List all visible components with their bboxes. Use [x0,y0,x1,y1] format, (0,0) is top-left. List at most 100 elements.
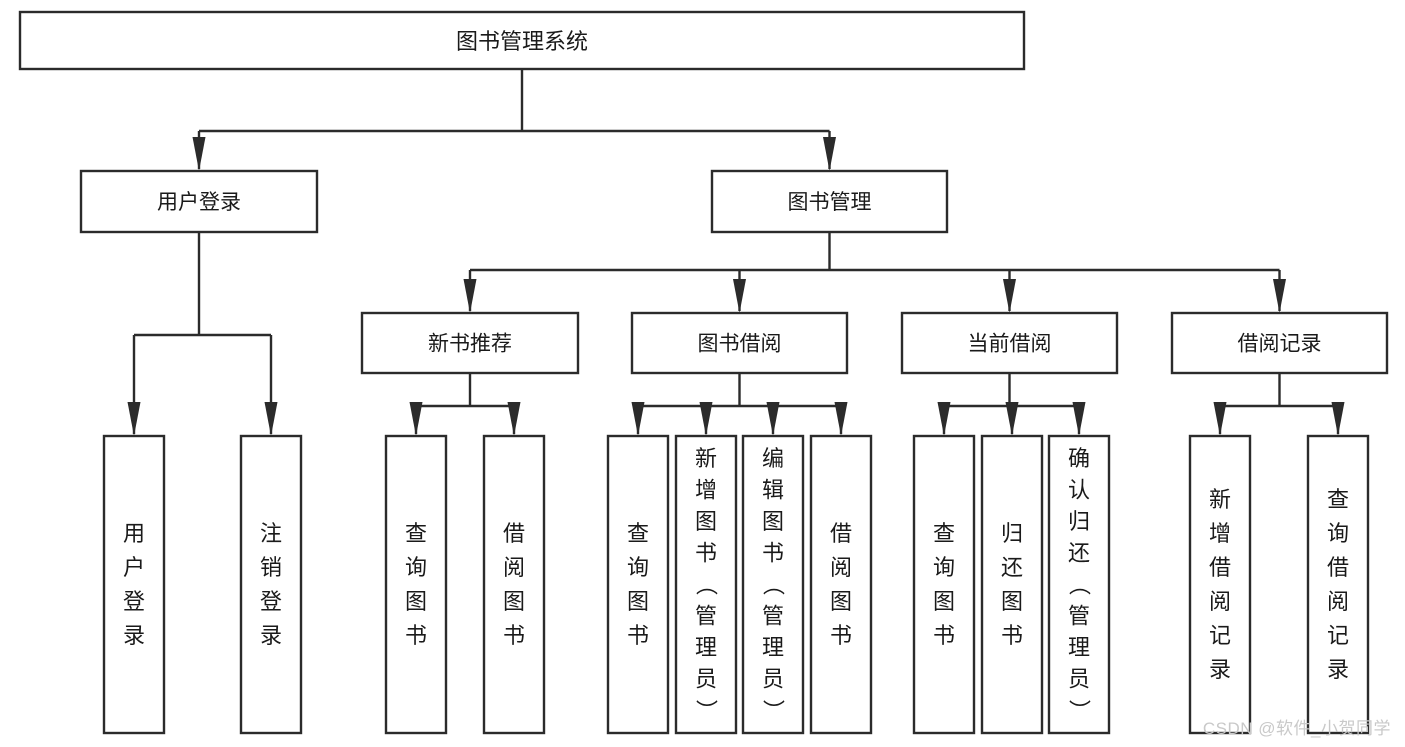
node-level3-label-book-borrow: 图书借阅 [698,333,782,356]
leaf-label-char: 归 [1001,521,1023,546]
arrow-head-icon-leaf-query-book-3 [937,402,951,436]
arrow-head-icon-leaf-add-book [699,402,713,436]
arrow-head-icon-level3-new-book-rec [463,279,477,313]
leaf-label-char: 图 [503,589,525,614]
leaf-label-char: 还 [1068,541,1090,566]
leaf-label-char: 员 [1068,666,1090,691]
leaf-label-char: 书 [830,623,852,648]
node-level3-label-borrow-record: 借阅记录 [1238,333,1322,356]
node-level3-current-borrow[interactable] [900,311,1119,375]
node-root-label: 图书管理系统 [456,29,588,54]
leaf-label-char: 新 [1209,487,1231,512]
leaf-label-char: 增 [695,478,717,503]
leaf-label-char: 查 [933,521,955,546]
leaf-label-char: 员 [762,666,784,691]
leaf-label-char: 图 [762,509,784,534]
leaf-label-char: 阅 [503,555,525,580]
leaf-label-char: 查 [1327,487,1349,512]
leaf-label-char: 询 [933,555,955,580]
leaf-label-char: ） [761,699,786,721]
arrow-head-icon-leaf-user-login [127,402,141,436]
node-leaf-leaf-borrow-book-2[interactable] [809,434,873,735]
arrow-head-icon-level3-book-borrow [733,279,746,313]
node-leaf-leaf-query-record[interactable] [1306,434,1370,735]
leaf-label-char: 录 [1209,657,1231,682]
arrow-head-icon-leaf-query-record [1331,402,1345,436]
arrow-head-icon-leaf-confirm-return [1072,402,1086,436]
node-level3-new-book-rec[interactable] [360,311,580,375]
arrow-head-icon-level2-book-manage [823,137,836,171]
leaf-label-char: 录 [123,623,145,648]
leaf-label-char: 询 [627,555,649,580]
boxes-layer [18,10,1389,735]
leaf-label-char: 理 [1068,635,1090,660]
node-leaf-leaf-confirm-return[interactable] [1047,434,1111,735]
node-leaf-leaf-query-book-2[interactable] [606,434,670,735]
leaf-label-char: 记 [1209,623,1231,648]
leaf-label-char: 新 [695,446,717,471]
leaf-label-char: （ [1067,573,1092,595]
leaf-label-char: 认 [1068,478,1090,503]
node-leaf-leaf-query-book-3[interactable] [912,434,976,735]
node-leaf-leaf-user-login[interactable] [102,434,166,735]
arrow-head-icon-leaf-edit-book [766,402,780,436]
node-level3-label-current-borrow: 当前借阅 [968,333,1052,356]
leaf-label-char: 图 [627,589,649,614]
leaf-label-char: 图 [1001,589,1023,614]
labels-layer: 图书管理系统用户登录图书管理新书推荐图书借阅当前借阅借阅记录用户登录注销登录查询… [123,29,1349,721]
leaf-label-char: 管 [695,603,717,628]
node-leaf-leaf-add-book[interactable] [674,434,738,735]
leaf-label-char: 阅 [1209,589,1231,614]
arrow-head-icon-level2-user-login [192,137,206,171]
leaf-label-char: 借 [503,521,525,546]
leaf-label-char: ） [694,699,719,721]
node-leaf-leaf-borrow-book-1[interactable] [482,434,546,735]
leaf-label-char: 录 [260,623,282,648]
leaf-label-char: 编 [762,446,784,471]
leaf-label-char: 登 [123,589,145,614]
node-leaf-leaf-add-record[interactable] [1188,434,1252,735]
leaf-label-char: 书 [695,541,717,566]
leaf-label-char: 询 [405,555,427,580]
leaf-label-char: 归 [1068,509,1090,534]
arrow-head-icon-leaf-logout-login [264,402,278,436]
node-root-title[interactable] [18,10,1026,71]
leaf-label-char: 用 [123,521,145,546]
node-level3-borrow-record[interactable] [1170,311,1389,375]
arrow-head-icon-leaf-add-record [1213,402,1227,436]
leaf-label-char: 图 [933,589,955,614]
leaf-label-char: 记 [1327,623,1349,648]
node-level2-book-manage[interactable] [710,169,949,234]
node-leaf-label-leaf-user-login: 用户登录 [123,521,145,648]
leaf-label-char: 录 [1327,657,1349,682]
leaf-label-char: 注 [260,521,282,546]
leaf-label-char: 图 [405,589,427,614]
leaf-label-char: （ [761,573,786,595]
node-leaf-leaf-query-book-1[interactable] [384,434,448,735]
node-level3-book-borrow[interactable] [630,311,849,375]
leaf-label-char: 查 [405,521,427,546]
node-leaf-leaf-edit-book[interactable] [741,434,805,735]
node-level2-label-book-manage: 图书管理 [788,191,872,214]
node-leaf-leaf-logout-login[interactable] [239,434,303,735]
node-level2-user-login[interactable] [79,169,319,234]
leaf-label-char: 管 [1068,603,1090,628]
node-leaf-leaf-return-book[interactable] [980,434,1044,735]
leaf-label-char: 理 [695,635,717,660]
leaf-label-char: 阅 [830,555,852,580]
leaf-label-char: 借 [1327,555,1349,580]
leaf-label-char: 书 [933,623,955,648]
leaf-label-char: 阅 [1327,589,1349,614]
arrow-head-icon-leaf-return-book [1005,402,1019,436]
leaf-label-char: ） [1067,699,1092,721]
leaf-label-char: 确 [1068,446,1090,471]
